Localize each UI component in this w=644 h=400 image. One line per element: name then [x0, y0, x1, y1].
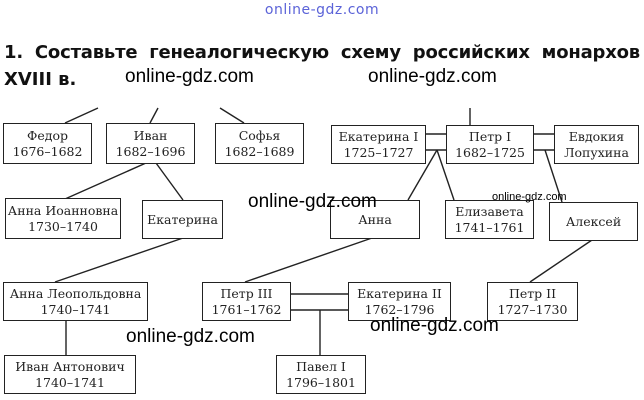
task-title: 1. Составьте генеалогическую схему росси…	[4, 42, 640, 63]
line-anna-petr3	[244, 237, 373, 283]
name: Анна	[358, 211, 392, 227]
years: 1740–1741	[35, 374, 105, 390]
name: Павел I	[296, 358, 346, 374]
years: 1741–1761	[454, 219, 525, 235]
box-anna: Анна	[330, 200, 420, 239]
line-aleksey	[544, 149, 563, 203]
watermark: online-gdz.com	[492, 191, 567, 203]
line-ivan-anna-ioannovna	[64, 162, 147, 200]
name: Федор	[27, 127, 68, 143]
watermark: online-gdz.com	[248, 191, 377, 212]
box-ekaterina: Екатерина	[142, 200, 223, 239]
line-elizaveta	[436, 149, 455, 201]
line-ivan-up	[149, 107, 159, 124]
watermark: online-gdz.com	[125, 66, 254, 87]
line-ekaterina-anna-leopoldovna	[54, 237, 184, 283]
line-ivan-ekaterina	[155, 162, 184, 201]
name: Анна Иоанновна	[7, 202, 119, 218]
watermark-top: online-gdz.com	[264, 2, 380, 18]
watermark: online-gdz.com	[368, 66, 497, 87]
years: 1676–1682	[12, 143, 83, 159]
name: Петр II	[508, 285, 557, 301]
task-title-century: XVIII в.	[4, 69, 77, 90]
surname: Лопухина	[564, 144, 629, 160]
line-sofya-up	[219, 107, 245, 124]
years: 1740–1741	[40, 301, 111, 317]
years: 1730–1740	[28, 218, 98, 234]
years: 1682–1696	[115, 143, 186, 159]
line-fedor-up	[64, 107, 99, 124]
name: Алексей	[565, 213, 622, 229]
years: 1727–1730	[497, 301, 568, 317]
years: 1682–1725	[455, 144, 525, 160]
name: Евдокия	[568, 128, 625, 144]
watermark: online-gdz.com	[370, 315, 499, 336]
years: 1762–1796	[364, 301, 435, 317]
name: Екатерина II	[357, 285, 442, 301]
watermark: online-gdz.com	[126, 326, 255, 347]
years: 1761–1762	[211, 301, 282, 317]
name: Елизавета	[455, 203, 524, 219]
name: Екатерина	[147, 211, 218, 227]
name: Иван	[133, 127, 168, 143]
line-aleksey-petr2	[529, 239, 593, 283]
line-anna	[407, 149, 438, 201]
name: Петр III	[220, 285, 273, 301]
name: Анна Леопольдовна	[9, 285, 142, 301]
years: 1682–1689	[224, 143, 295, 159]
name: Софья	[238, 127, 281, 143]
years: 1796–1801	[286, 374, 356, 390]
name: Петр I	[468, 128, 512, 144]
years: 1725–1727	[343, 144, 414, 160]
name: Иван Антонович	[15, 358, 125, 374]
name: Екатерина I	[338, 128, 419, 144]
box-aleksey: Алексей	[549, 202, 638, 241]
